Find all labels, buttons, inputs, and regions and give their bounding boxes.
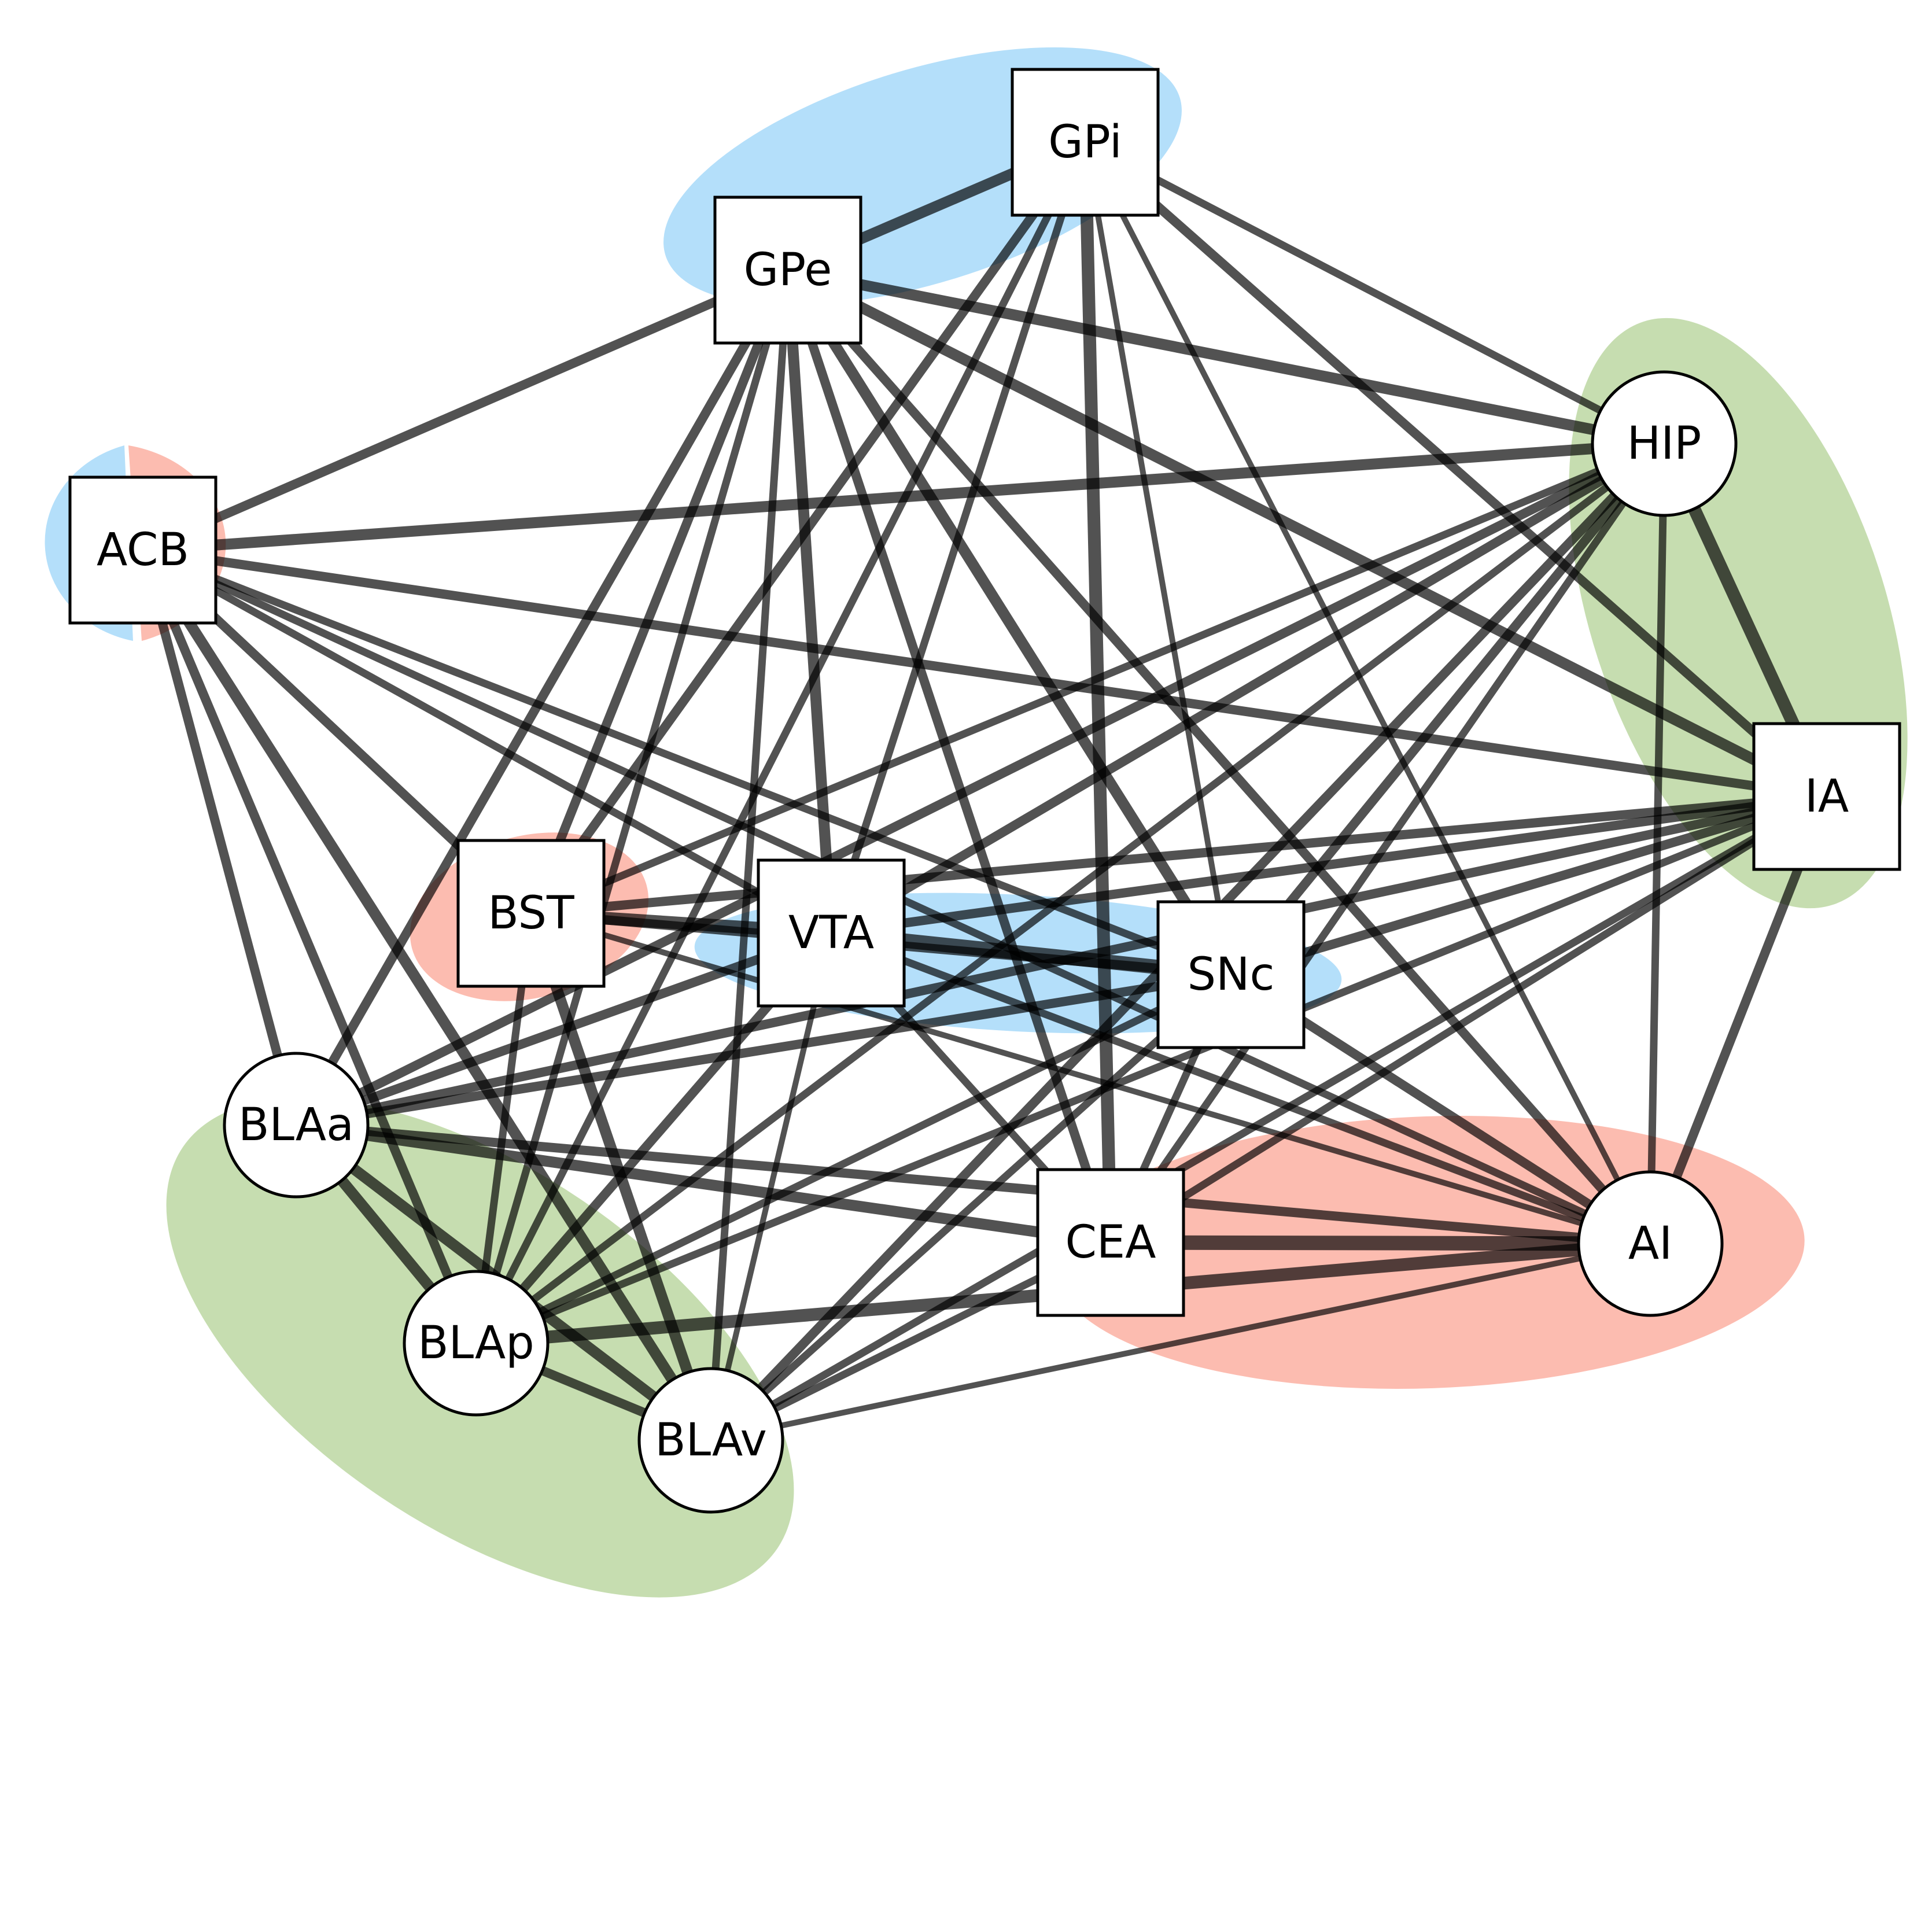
node-blaa: BLAa (223, 1052, 370, 1199)
node-label-ai: AI (1628, 1218, 1672, 1270)
edge-gpi-blap (473, 141, 1089, 1345)
node-circle (1591, 370, 1738, 517)
node-acb: ACB (68, 475, 217, 625)
node-square (1011, 68, 1160, 217)
edge-cea-ai (1110, 1235, 1651, 1251)
edge-vta-blav (708, 932, 834, 1441)
edge-snc-blav (708, 972, 1234, 1443)
edge-hip-blap (474, 440, 1666, 1347)
node-square (1036, 1168, 1185, 1317)
edge-ia-cea (1108, 793, 1829, 1246)
edge-gpe-ai (784, 267, 1654, 1247)
edge-gpe-bst (526, 268, 792, 915)
edge-acb-hip (142, 438, 1665, 556)
edge-ia-vta (830, 792, 1828, 938)
edge-gpe-hip (787, 264, 1665, 449)
edge-blaa-ai (296, 1120, 1651, 1248)
edge-gpi-vta (827, 141, 1089, 934)
node-label-gpe: GPe (744, 244, 832, 296)
node-cea: CEA (1036, 1168, 1185, 1317)
node-label-bst: BST (488, 887, 574, 939)
node-square (68, 475, 217, 625)
node-circle (1577, 1170, 1724, 1317)
node-gpi: GPi (1011, 68, 1160, 217)
node-label-blav: BLAv (655, 1414, 767, 1466)
edge-hip-snc (1227, 440, 1668, 978)
node-label-hip: HIP (1627, 418, 1702, 470)
edge-hip-blaa (294, 439, 1666, 1130)
node-ai: AI (1577, 1170, 1724, 1317)
node-label-ia: IA (1805, 770, 1849, 823)
edge-gpe-vta (782, 270, 837, 934)
node-snc: SNc (1156, 900, 1306, 1049)
edge-acb-blaa (138, 548, 301, 1127)
edge-bst-ai (530, 910, 1651, 1247)
edge-ia-snc (1229, 792, 1828, 979)
node-label-cea: CEA (1065, 1216, 1156, 1269)
edge-acb-vta (141, 547, 834, 936)
node-square (1156, 900, 1306, 1049)
edge-snc-blaa (295, 970, 1232, 1130)
node-square (757, 858, 906, 1008)
edge-acb-ia (142, 545, 1828, 801)
edge-gpe-ia (785, 265, 1830, 802)
node-label-acb: ACB (97, 524, 189, 576)
node-label-blaa: BLAa (238, 1099, 354, 1151)
node-gpe: GPe (713, 196, 862, 345)
edge-gpe-blap (472, 269, 792, 1344)
edge-acb-blav (138, 547, 716, 1444)
node-label-vta: VTA (788, 907, 874, 959)
edge-gpi-ia (1082, 139, 1830, 800)
node-label-snc: SNc (1188, 949, 1275, 1001)
edge-gpi-snc (1082, 142, 1234, 975)
node-circle (403, 1270, 550, 1417)
edge-snc-blap (474, 971, 1233, 1347)
edge-ia-bst (530, 792, 1827, 918)
node-blav: BLAv (637, 1367, 784, 1514)
edge-hip-bst (529, 440, 1666, 917)
edge-vta-ai (829, 929, 1652, 1248)
edge-gpi-bst (527, 139, 1089, 916)
node-blap: BLAp (403, 1270, 550, 1417)
edge-blav-ai (710, 1241, 1651, 1443)
edge-gpe-blaa (292, 268, 792, 1127)
edge-ia-ai (1646, 795, 1831, 1245)
node-label-blap: BLAp (418, 1317, 534, 1369)
edge-gpe-acb (141, 266, 790, 555)
edge-ia-blap (474, 792, 1828, 1347)
node-ia: IA (1752, 722, 1901, 871)
node-square (713, 196, 862, 345)
node-label-gpi: GPi (1048, 116, 1122, 168)
node-circle (223, 1052, 370, 1199)
node-square (1752, 722, 1901, 871)
edge-vta-blaa (294, 928, 833, 1130)
edge-gpi-hip (1083, 139, 1666, 447)
node-circle (637, 1367, 784, 1514)
edges (138, 137, 1833, 1445)
node-vta: VTA (757, 858, 906, 1008)
edge-hip-vta (828, 440, 1667, 937)
edge-ia-blav (709, 793, 1829, 1444)
node-bst: BST (456, 839, 606, 988)
node-hip: HIP (1591, 370, 1738, 517)
edge-gpi-ai (1082, 141, 1653, 1245)
edge-acb-blap (138, 548, 481, 1345)
edge-blaa-cea (295, 1119, 1112, 1248)
node-square (456, 839, 606, 988)
